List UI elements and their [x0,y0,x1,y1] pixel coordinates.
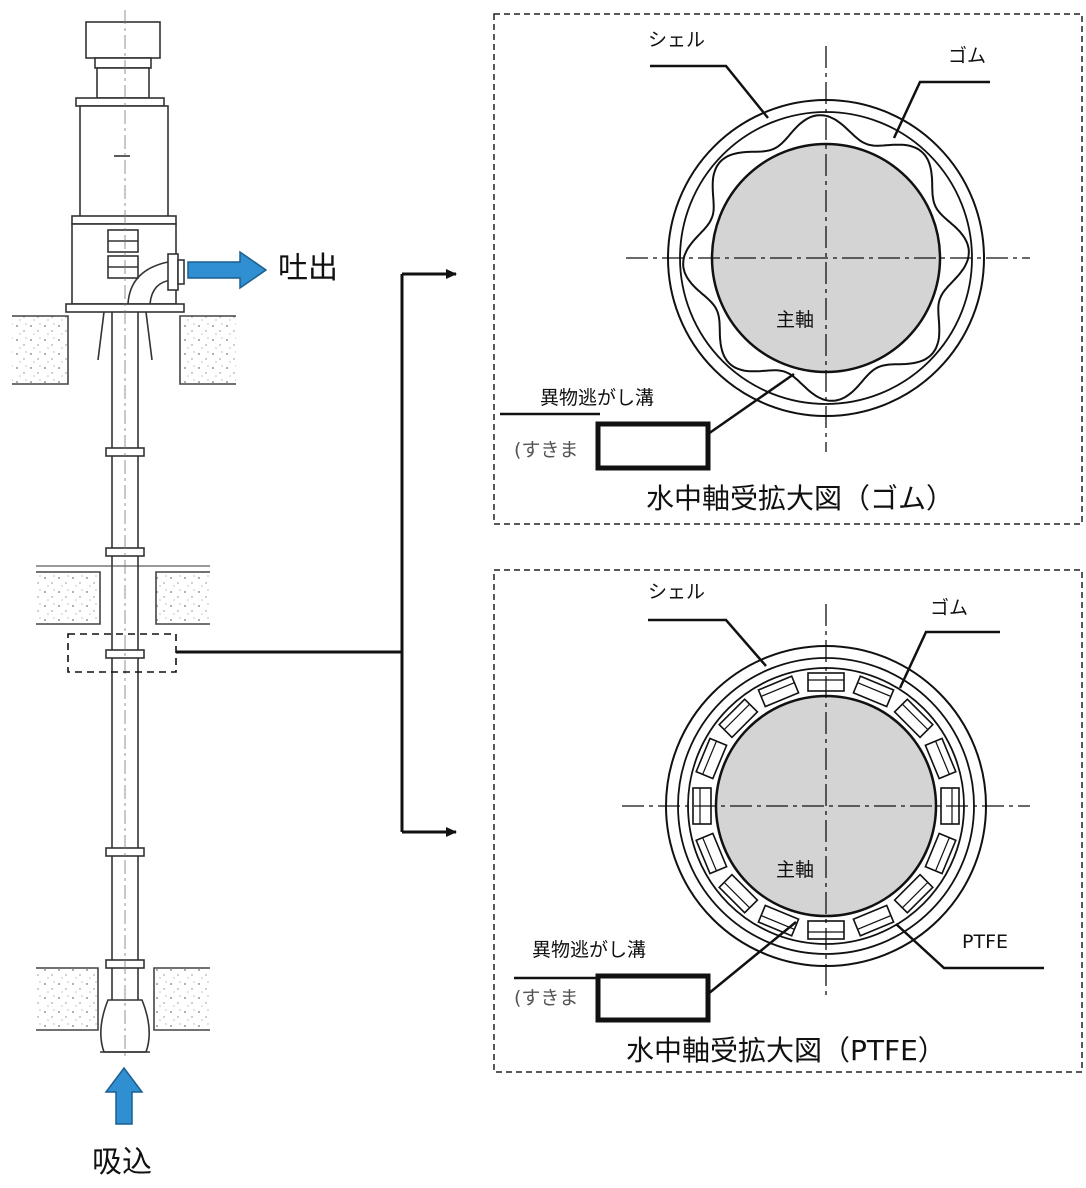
rubber-groove-leader-2 [707,372,795,436]
vertical-pump [12,10,236,1060]
ptfe-ptfe-label: PTFE [962,931,1008,953]
ptfe-pad [718,873,759,914]
ptfe-pad [924,832,957,875]
rubber-shell-label: シェル [648,29,705,51]
discharge-arrow-icon [187,250,268,290]
ptfe-pad [893,873,934,914]
suction-label: 吸込 [92,1145,152,1180]
ptfe-pad [924,737,957,780]
ptfe-groove-leader-2 [707,921,797,995]
ptfe-shaft-label: 主軸 [776,859,814,881]
ptfe-rubber-label: ゴム [930,597,968,619]
ptfe-detail-frame [493,569,1083,1073]
suction-arrow-icon [104,1066,144,1125]
ptfe-pads [692,672,960,940]
ptfe-pad [852,904,895,937]
ptfe-groove-label: 異物逃がし溝 [532,939,646,961]
rubber-groove-redaction [595,421,711,471]
ptfe-caption: 水中軸受拡大図（PTFE） [626,1034,946,1067]
ptfe-rubber-leader [898,630,1000,689]
ptfe-groove-sub: (すきま [514,987,578,1009]
ptfe-ptfe-leader [895,923,1044,970]
rubber-caption: 水中軸受拡大図（ゴム） [646,482,954,515]
ptfe-pad [718,698,759,739]
ptfe-pad [695,737,728,780]
ptfe-groove-redaction [595,973,711,1023]
ptfe-pad [757,675,800,708]
rubber-shaft-label: 主軸 [776,309,814,331]
detail-connector [176,269,457,837]
rubber-rubber-label: ゴム [948,45,986,67]
rubber-rubber-leader [892,80,990,139]
rubber-shell-leader [650,64,769,119]
rubber-bearing-detail: シェル ゴム 主軸 異物逃がし溝 (すきま 水中軸受拡大図（ゴム） [493,13,1083,525]
ptfe-shell-leader [648,618,767,667]
ptfe-pad [893,698,934,739]
rubber-detail-frame [493,13,1083,525]
ptfe-pad [852,675,895,708]
rubber-groove-label: 異物逃がし溝 [540,387,654,409]
discharge-label: 吐出 [278,251,338,286]
ptfe-shell-label: シェル [648,581,705,603]
ptfe-pad [695,832,728,875]
rubber-groove-sub: (すきま [514,439,578,461]
ptfe-bearing-detail: シェル ゴム 主軸 PTFE 異物逃がし溝 (すきま 水中軸受拡大図（PTFE） [493,569,1083,1073]
